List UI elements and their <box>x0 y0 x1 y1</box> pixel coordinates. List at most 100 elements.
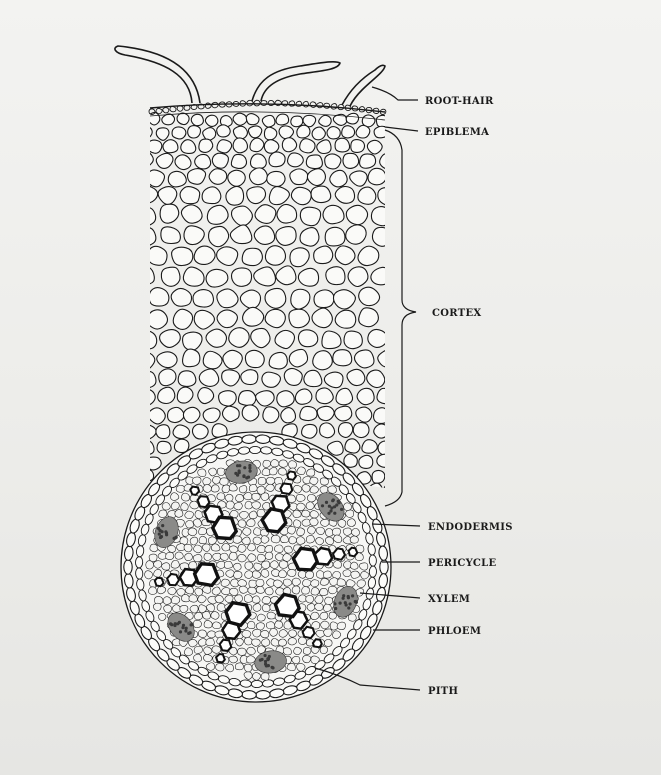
cortex-cell <box>345 439 360 453</box>
cortex-cell <box>307 169 325 186</box>
phloem-cell <box>165 533 168 536</box>
xylem-vessel <box>190 487 199 495</box>
cortex-cell <box>335 310 356 328</box>
epiblema-cell <box>317 103 323 108</box>
pith-cell <box>203 654 212 661</box>
cortex-cell <box>158 187 177 205</box>
cortex-cell <box>233 138 247 153</box>
phloem-cell <box>335 503 338 506</box>
cortex-cell <box>327 127 340 139</box>
xylem-vessel <box>303 627 315 638</box>
pith-cell <box>305 571 313 579</box>
cortex-cell <box>228 170 245 186</box>
pith-cell <box>288 638 296 645</box>
pith-cell <box>163 597 171 605</box>
pith-cell <box>189 595 198 603</box>
phloem-cell <box>351 594 354 597</box>
cortex-cell <box>147 170 165 187</box>
pith-cell <box>235 663 243 670</box>
pith-cell <box>274 545 283 553</box>
cortex-cell <box>217 125 231 137</box>
cortex-cell <box>262 115 275 127</box>
pith-cell <box>233 563 241 570</box>
cortex-cell <box>175 155 191 170</box>
pith-cell <box>283 579 292 586</box>
cortex-cell <box>275 330 295 348</box>
phloem-cell <box>161 524 164 527</box>
pith-cell <box>323 571 331 578</box>
pith-cell <box>311 580 319 587</box>
pith-cell <box>238 579 247 586</box>
cortex-cell <box>240 290 260 308</box>
phloem-cell <box>347 596 350 599</box>
cortex-cell <box>359 455 373 468</box>
phloem-cell <box>329 509 332 512</box>
pith-cell <box>296 494 305 501</box>
pith-cell <box>164 605 172 612</box>
phloem-cell <box>173 624 176 627</box>
pith-cell <box>337 622 345 630</box>
cortex-cell <box>300 406 317 420</box>
pith-cell <box>297 528 305 536</box>
pith-cell <box>171 560 179 568</box>
cortex-cell <box>232 268 252 286</box>
epiblema-cell <box>163 108 169 113</box>
cortex-cell <box>177 387 193 403</box>
epiblema-cell <box>310 102 316 108</box>
xylem-vessel <box>313 639 322 647</box>
cortex-cell <box>376 115 389 127</box>
cortex-cell <box>139 441 154 455</box>
cortex-cell <box>219 391 237 406</box>
phloem-cell <box>190 623 193 626</box>
epiblema-cell <box>261 101 267 106</box>
cortex-cell <box>243 307 264 326</box>
phloem-cell <box>344 601 347 604</box>
label-xylem: XYLEM <box>428 594 470 605</box>
pith-cell <box>207 631 215 638</box>
pith-cell <box>320 519 329 526</box>
pith-cell <box>266 477 275 484</box>
cortex-cell <box>264 140 279 153</box>
xylem-vessel-wall <box>280 484 292 495</box>
pith-cell <box>229 656 238 663</box>
xylem-vessel <box>213 517 237 538</box>
labels: ROOT-HAIR EPIBLEMA CORTEX ENDODERMIS PER… <box>425 96 513 697</box>
pith-cell <box>238 648 247 655</box>
phloem-cell <box>339 602 342 605</box>
cortex-cell <box>300 207 320 225</box>
cortex-cell <box>187 169 205 185</box>
cortex-cell <box>191 114 203 125</box>
pith-cell <box>221 588 230 595</box>
cortex-cell <box>358 187 376 204</box>
cortex-cell <box>242 405 259 421</box>
cortex-cell <box>138 185 158 203</box>
pith-cell <box>351 571 360 578</box>
cortex-cell <box>229 328 250 348</box>
phloem-cell <box>337 500 340 503</box>
xylem-vessel <box>167 574 179 585</box>
label-cortex: CORTEX <box>432 308 481 319</box>
pith-cell <box>208 537 216 545</box>
cortex-cell <box>217 247 238 266</box>
pith-cell <box>267 612 276 619</box>
pith-cell <box>265 587 273 595</box>
cortex-cell <box>250 154 266 169</box>
pith-cell <box>248 587 256 594</box>
pith-cell <box>293 510 301 517</box>
cortex-cell <box>156 425 170 439</box>
cortex-cell <box>374 126 388 138</box>
pith-cell <box>279 561 288 569</box>
epiblema-cell <box>212 102 218 107</box>
cortex-cell <box>113 267 133 285</box>
cortex-cell <box>312 308 332 328</box>
cortex-cell <box>172 247 193 265</box>
pith-cell <box>316 538 324 545</box>
cortex-cell <box>129 407 145 422</box>
pith-cell <box>279 460 288 467</box>
pith-cell <box>206 638 215 645</box>
pith-cell <box>298 595 306 602</box>
cortex-cell <box>325 154 341 169</box>
cortex-cell <box>203 351 222 369</box>
xylem-vessel-wall <box>349 548 358 557</box>
